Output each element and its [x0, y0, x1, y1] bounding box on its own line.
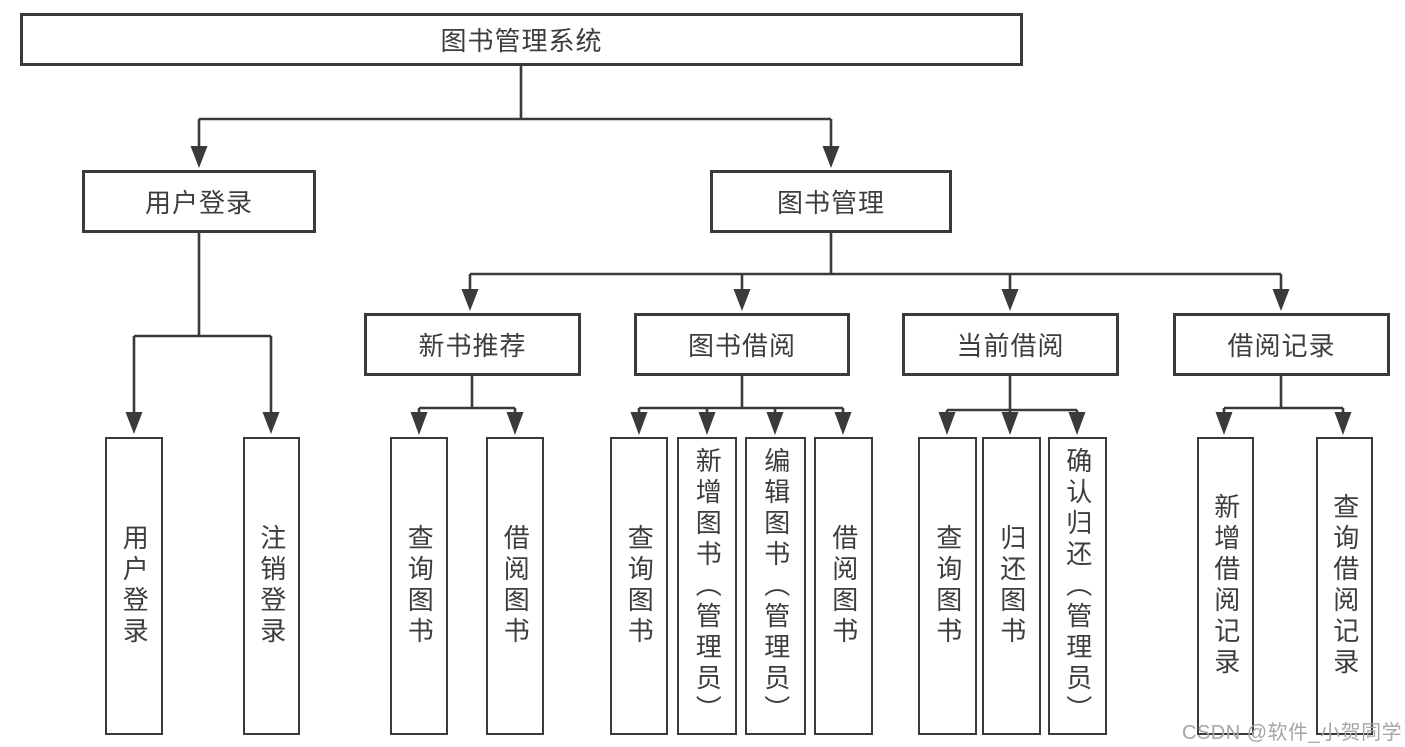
leaf-return-books: 归还图书 — [982, 437, 1041, 735]
leaf-label: 查询图书 — [624, 524, 655, 648]
leaf-query-books-1: 查询图书 — [390, 437, 448, 735]
leaf-label: 归还图书 — [996, 524, 1027, 648]
node-label: 用户登录 — [144, 188, 253, 218]
node-book-management: 图书管理 — [710, 170, 952, 233]
edge-borrowrecord-to-leaves — [1215, 376, 1352, 435]
leaf-add-borrow-record: 新增借阅记录 — [1197, 437, 1254, 735]
leaf-user-login: 用户登录 — [105, 437, 163, 735]
node-new-book-recommendation: 新书推荐 — [364, 313, 581, 376]
edge-currentborrow-to-leaves — [938, 376, 1086, 435]
node-library-management-system: 图书管理系统 — [20, 13, 1023, 66]
leaf-label: 查询图书 — [404, 524, 435, 648]
node-label: 图书管理系统 — [440, 26, 603, 56]
leaf-label: 确认归还（管理员） — [1062, 446, 1093, 726]
leaf-label: 注销登录 — [256, 524, 287, 648]
node-borrowing-records: 借阅记录 — [1173, 313, 1390, 376]
leaf-query-books-2: 查询图书 — [610, 437, 668, 735]
leaf-label: 借阅图书 — [500, 524, 531, 648]
leaf-label: 用户登录 — [119, 524, 150, 648]
leaf-label: 查询借阅记录 — [1329, 493, 1360, 679]
leaf-add-books-admin: 新增图书（管理员） — [677, 437, 737, 735]
node-book-borrowing: 图书借阅 — [634, 313, 850, 376]
edge-userlogin-to-leaves — [125, 233, 280, 434]
leaf-borrow-books-1: 借阅图书 — [486, 437, 544, 735]
node-label: 新书推荐 — [418, 331, 527, 361]
edge-bookborrow-to-leaves — [630, 376, 852, 435]
leaf-label: 新增借阅记录 — [1210, 493, 1241, 679]
node-label: 当前借阅 — [956, 331, 1065, 361]
node-user-login: 用户登录 — [82, 170, 316, 233]
leaf-label: 查询图书 — [932, 524, 963, 648]
node-label: 图书管理 — [776, 188, 885, 218]
csdn-watermark: CSDN @软件_小贺同学 — [1182, 722, 1403, 744]
leaf-logout: 注销登录 — [243, 437, 300, 735]
edge-bookmgmt-to-level3 — [461, 233, 1290, 311]
leaf-label: 借阅图书 — [828, 524, 859, 648]
node-current-borrowing: 当前借阅 — [902, 313, 1119, 376]
edge-newbook-to-leaves — [410, 376, 524, 435]
leaf-label: 编辑图书（管理员） — [760, 446, 791, 726]
leaf-label: 新增图书（管理员） — [692, 446, 723, 726]
node-label: 图书借阅 — [687, 331, 796, 361]
leaf-edit-books-admin: 编辑图书（管理员） — [745, 437, 806, 735]
leaf-borrow-books-2: 借阅图书 — [814, 437, 873, 735]
node-label: 借阅记录 — [1227, 331, 1336, 361]
edge-root-to-level2 — [190, 66, 840, 168]
leaf-query-borrow-record: 查询借阅记录 — [1316, 437, 1373, 735]
leaf-confirm-return-admin: 确认归还（管理员） — [1048, 437, 1107, 735]
leaf-query-books-3: 查询图书 — [918, 437, 977, 735]
